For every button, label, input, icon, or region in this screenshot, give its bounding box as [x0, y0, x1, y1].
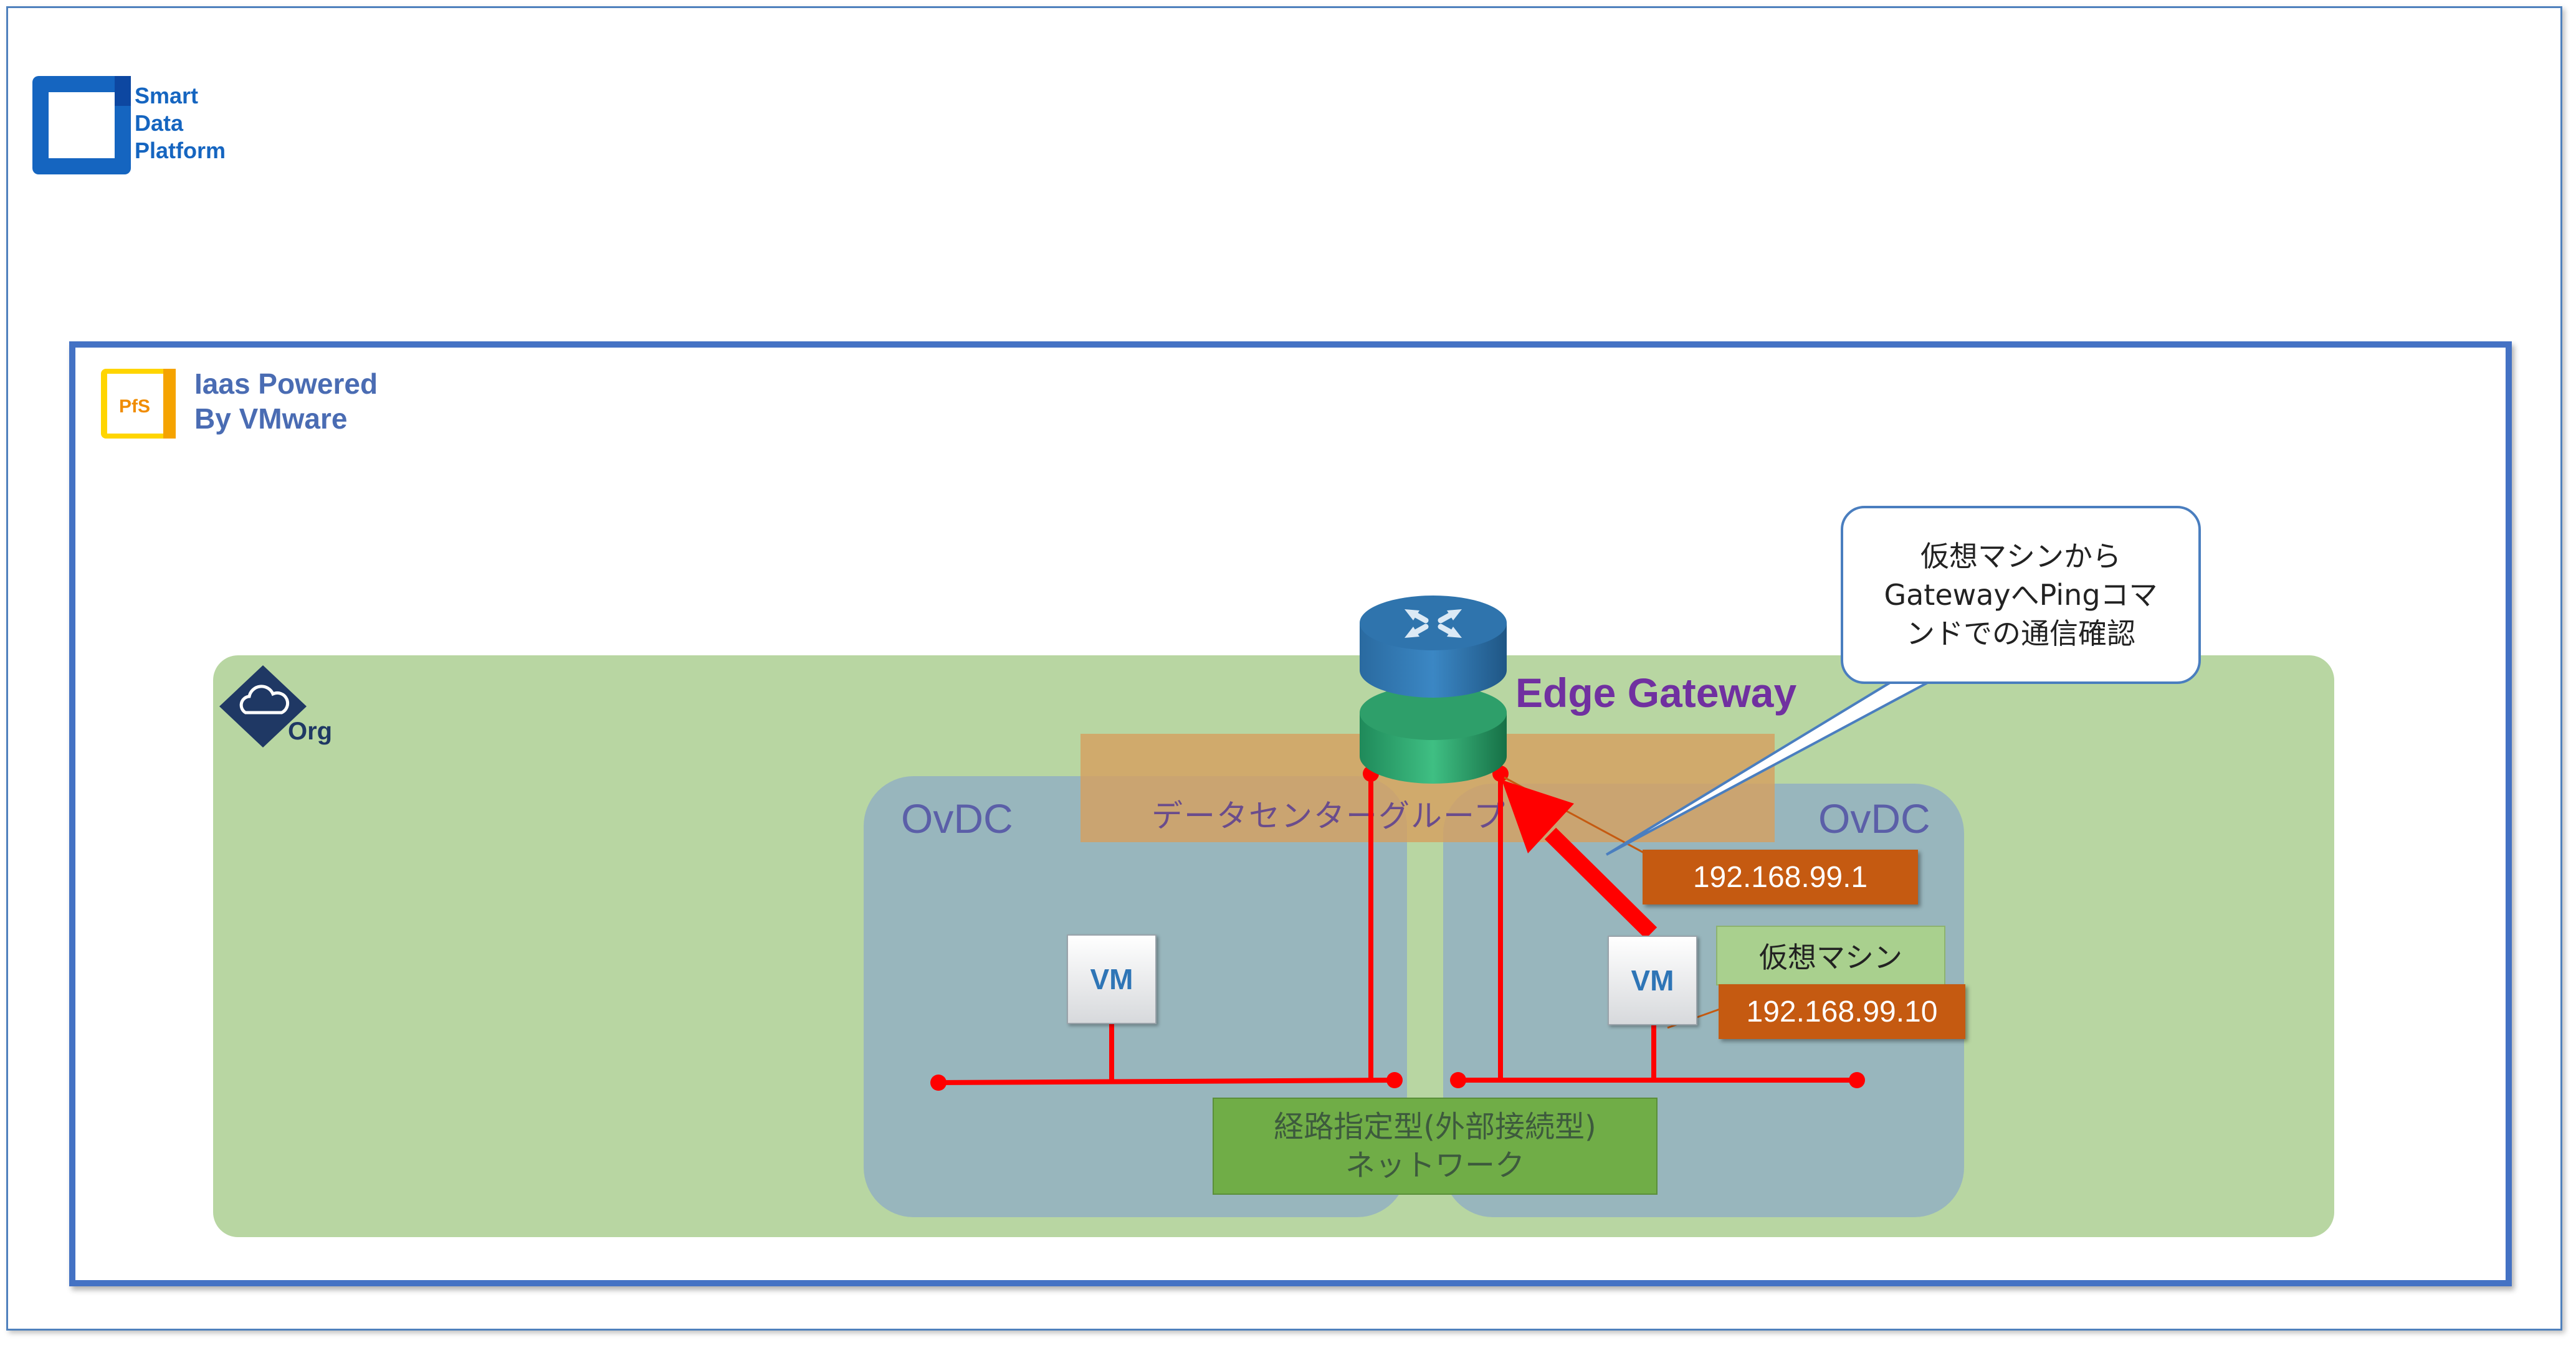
vm-ip-label: 192.168.99.10	[1719, 984, 1965, 1039]
red-arrow	[1502, 780, 1658, 939]
router-icon	[1360, 596, 1507, 784]
callout-line2: GatewayへPingコマ	[1884, 578, 2158, 612]
node-dot	[930, 1075, 947, 1091]
network-line-left	[938, 1078, 1395, 1085]
vm-name-label: 仮想マシン	[1716, 926, 1945, 985]
vm-right: VM	[1608, 936, 1697, 1025]
ovdc-label-left: OvDC	[901, 795, 1013, 842]
edge-gateway-label: Edge Gateway	[1515, 670, 1797, 716]
routed-network-label: 経路指定型(外部接続型) ネットワーク	[1213, 1098, 1658, 1195]
ovdc-label-right: OvDC	[1818, 795, 1930, 842]
smart-data-platform-logo	[32, 76, 131, 174]
datacenter-group-label: データセンターグループ	[1152, 798, 1506, 834]
ping-callout: 仮想マシンから GatewayへPingコマ ンドでの通信確認	[1841, 506, 2201, 684]
outer-frame	[6, 6, 2562, 1331]
org-label: Org	[288, 718, 333, 745]
pfs-logo: PfS	[101, 369, 176, 439]
pfs-badge-text: PfS	[119, 396, 150, 417]
cloud-diamond-icon	[219, 665, 307, 748]
node-dot	[1450, 1072, 1466, 1088]
node-dot	[1849, 1072, 1865, 1088]
network-line2: ネットワーク	[1345, 1148, 1525, 1183]
callout-line1: 仮想マシンから	[1920, 539, 2121, 573]
gateway-ip-label: 192.168.99.1	[1643, 850, 1918, 904]
sdp-text: Smart Data Platform	[135, 83, 226, 163]
callout-line3: ンドでの通信確認	[1906, 617, 2135, 650]
iaas-powered-text: Iaas Powered By VMware	[194, 368, 378, 435]
node-dot	[1386, 1072, 1403, 1088]
vm-left: VM	[1067, 934, 1157, 1024]
network-line1: 経路指定型(外部接続型)	[1274, 1109, 1596, 1144]
